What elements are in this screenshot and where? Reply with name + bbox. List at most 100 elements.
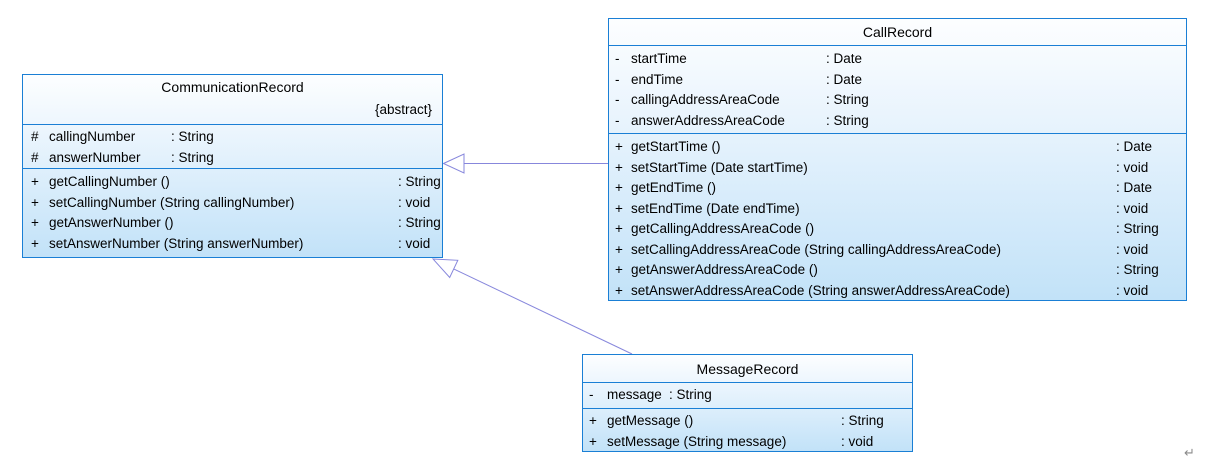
member-signature: setAnswerNumber (String answerNumber) [49, 235, 304, 251]
attribute-row[interactable]: -endTime: Date [609, 70, 1186, 91]
attribute-row[interactable]: # callingNumber : String [23, 127, 442, 148]
attributes-compartment: -startTime: Date-endTime: Date-callingAd… [609, 45, 1186, 133]
visibility-marker: - [615, 51, 620, 66]
visibility-marker: + [615, 262, 623, 277]
member-signature: getStartTime () [631, 139, 721, 154]
visibility-marker: + [615, 221, 623, 236]
member-type: : void [841, 433, 874, 449]
attribute-row[interactable]: -startTime : Date [609, 49, 1186, 70]
methods-compartment: + getCallingNumber () : String + setCallingN… [23, 168, 442, 257]
visibility-marker: + [31, 215, 39, 230]
methods-compartment: + getMessage () : String + setMessage (Strin… [583, 408, 912, 451]
attributes-compartment: # callingNumber : String# answerNumber : Str… [23, 124, 442, 168]
class-title-compartment: CallRecord [609, 19, 1186, 45]
paragraph-return-mark: ↵ [1184, 445, 1195, 460]
member-type: : void [1116, 159, 1149, 175]
member-type: : void [398, 194, 431, 210]
member-type: : String [171, 129, 214, 144]
member-signature: getCallingNumber () [49, 174, 170, 189]
member-type: : void [1116, 200, 1149, 216]
visibility-marker: - [615, 112, 620, 128]
method-row[interactable]: + setAnswerAddressAreaCode (String answer… [609, 281, 1186, 301]
member-signature: getAnswerNumber () [49, 215, 174, 230]
class-box-callrecord[interactable]: CallRecord -startTime: Date-endTime: Dat… [608, 18, 1187, 301]
member-signature: setAnswerAddressAreaCode (String answerA… [631, 282, 1010, 298]
member-signature: callingNumber [49, 129, 136, 144]
member-type: : String [1116, 221, 1159, 236]
method-row[interactable]: + getCallingNumber () : String [23, 172, 442, 193]
visibility-marker: + [31, 194, 39, 210]
member-signature: answerAddressAreaCode [631, 112, 785, 128]
member-type: : String [826, 112, 869, 128]
generalization-edge-callrecord-to-communicationrecord[interactable] [442, 153, 609, 174]
visibility-marker: # [31, 149, 39, 165]
visibility-marker: - [589, 387, 594, 402]
member-signature: endTime [631, 71, 684, 87]
method-row[interactable]: +getAnswerAddressAreaCode (): String [609, 260, 1186, 281]
member-type: : String [398, 215, 441, 230]
visibility-marker: + [589, 433, 597, 449]
method-row[interactable]: + setMessage (String message) : void [583, 432, 912, 452]
method-row[interactable]: +getStartTime (): Date [609, 137, 1186, 158]
method-row[interactable]: + setCallingAddressAreaCode (String calli… [609, 240, 1186, 261]
visibility-marker: + [31, 235, 39, 251]
visibility-marker: - [615, 92, 620, 107]
member-signature: getCallingAddressAreaCode () [631, 221, 815, 236]
member-signature: getAnswerAddressAreaCode () [631, 262, 818, 277]
visibility-marker: + [31, 174, 39, 189]
method-row[interactable]: + getAnswerNumber () : String [23, 213, 442, 234]
attribute-row[interactable]: #answerNumber: String [23, 148, 442, 169]
attribute-row[interactable]: -answerAddressAreaCode : String [609, 111, 1186, 132]
member-type: : void [398, 235, 431, 251]
visibility-marker: + [615, 200, 623, 216]
method-row[interactable]: +getEndTime (): Date [609, 178, 1186, 199]
member-type: : String [841, 413, 884, 428]
hollow-triangle-arrowhead [442, 153, 465, 174]
attribute-row[interactable]: -message : String [583, 385, 912, 406]
member-signature: answerNumber [49, 149, 141, 165]
attributes-compartment: -message : String [583, 382, 912, 408]
member-type: : void [1116, 282, 1149, 298]
member-signature: callingAddressAreaCode [631, 92, 780, 107]
method-row[interactable]: + getCallingAddressAreaCode () : String [609, 219, 1186, 240]
class-title-compartment: MessageRecord [583, 355, 912, 382]
class-name[interactable]: MessageRecord [696, 360, 799, 377]
generalization-edge-messagerecord-to-communicationrecord[interactable] [431, 258, 633, 355]
visibility-marker: # [31, 129, 39, 144]
member-signature: setEndTime (Date endTime) [631, 200, 800, 216]
member-type: : String [398, 174, 441, 189]
class-stereotype: {abstract} [374, 102, 432, 117]
visibility-marker: + [615, 180, 623, 195]
class-box-messagerecord[interactable]: MessageRecord -message : String + getMessa… [582, 354, 913, 452]
member-signature: message [607, 387, 662, 402]
visibility-marker: + [589, 413, 597, 428]
visibility-marker: - [615, 71, 620, 87]
visibility-marker: + [615, 241, 623, 257]
member-type: : String [669, 387, 712, 402]
method-row[interactable]: + setEndTime (Date endTime) : void [609, 199, 1186, 220]
method-row[interactable]: + setCallingNumber (String callingNumber)… [23, 193, 442, 214]
member-type: : Date [826, 51, 863, 66]
class-name[interactable]: CommunicationRecord [161, 79, 304, 95]
method-row[interactable]: + setStartTime (Date startTime) : void [609, 158, 1186, 179]
member-signature: getEndTime () [631, 180, 717, 195]
methods-compartment: + getStartTime () : Date + setStartTime (Dat… [609, 133, 1186, 300]
attribute-row[interactable]: -callingAddressAreaCode: String [609, 90, 1186, 111]
member-signature: setCallingNumber (String callingNumber) [49, 194, 295, 210]
member-signature: getMessage () [607, 413, 694, 428]
hollow-triangle-arrowhead [431, 258, 459, 279]
member-signature: setMessage (String message) [607, 433, 787, 449]
member-signature: setStartTime (Date startTime) [631, 159, 808, 175]
method-row[interactable]: + getMessage () : String [583, 411, 912, 432]
class-name[interactable]: CallRecord [862, 24, 933, 40]
member-signature: startTime [631, 51, 687, 66]
method-row[interactable]: + setAnswerNumber (String answerNumber) : … [23, 234, 442, 255]
member-type: : void [1116, 241, 1149, 257]
member-type: : Date [1116, 139, 1153, 154]
member-signature: setCallingAddressAreaCode (String callin… [631, 241, 1001, 257]
visibility-marker: + [615, 159, 623, 175]
class-box-communicationrecord[interactable]: CommunicationRecord {abstract} # callingN… [22, 74, 443, 258]
visibility-marker: + [615, 282, 623, 298]
